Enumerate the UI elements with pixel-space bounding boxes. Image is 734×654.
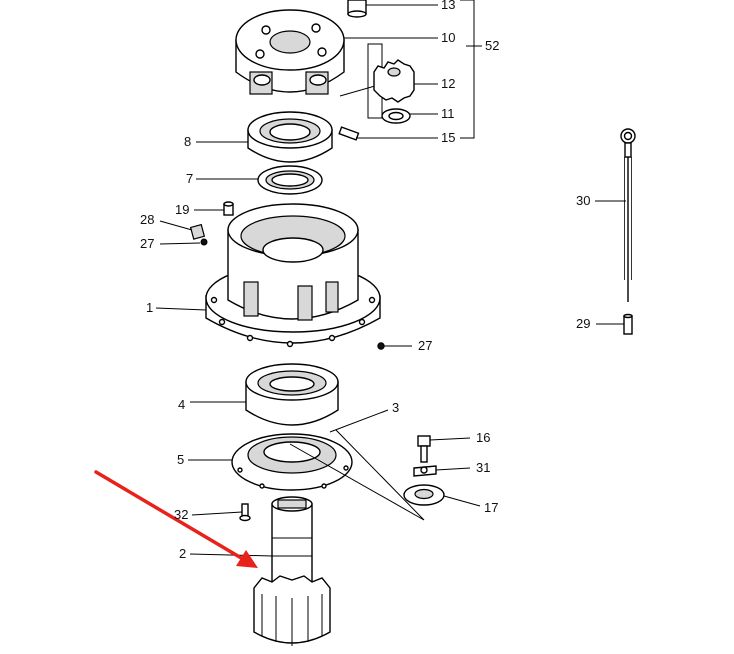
part-13-pin xyxy=(347,0,367,18)
callout-32: 32 xyxy=(174,507,188,522)
part-27-plug-lower xyxy=(377,342,385,350)
callout-27-upper: 27 xyxy=(140,236,154,251)
callout-11: 11 xyxy=(441,106,455,121)
callout-19: 19 xyxy=(175,202,189,217)
part-29-tube xyxy=(623,313,633,335)
part-3-oil-seal xyxy=(289,429,425,521)
part-12-planet-gear xyxy=(373,59,415,103)
callout-17: 17 xyxy=(484,500,498,515)
callout-2: 2 xyxy=(179,546,186,561)
callout-52: 52 xyxy=(485,38,499,53)
callout-13: 13 xyxy=(441,0,455,12)
part-19-plug xyxy=(223,201,234,216)
callout-5: 5 xyxy=(177,452,184,467)
part-16-bolt xyxy=(417,435,431,463)
callout-labels: 13 10 52 12 11 15 8 7 19 28 27 1 27 4 3 … xyxy=(140,0,590,561)
callout-31: 31 xyxy=(476,460,490,475)
callout-30: 30 xyxy=(576,193,590,208)
part-11-thrust-washer xyxy=(381,108,411,124)
callout-3: 3 xyxy=(392,400,399,415)
part-28-fitting xyxy=(189,223,206,240)
part-1-housing xyxy=(205,203,381,348)
callout-4: 4 xyxy=(178,397,185,412)
callout-16: 16 xyxy=(476,430,490,445)
part-15-spring-pin xyxy=(338,126,360,141)
part-8-bearing xyxy=(247,111,333,163)
callout-12: 12 xyxy=(441,76,455,91)
part-30-dipstick xyxy=(620,128,636,302)
callout-28: 28 xyxy=(140,212,154,227)
part-31-lock-washer xyxy=(413,465,437,477)
part-10-planet-carrier xyxy=(235,9,345,95)
part-2-pinion-shaft xyxy=(253,496,331,646)
callout-15: 15 xyxy=(441,130,455,145)
callout-29: 29 xyxy=(576,316,590,331)
part-32-bolt xyxy=(239,503,251,522)
callout-8: 8 xyxy=(184,134,191,149)
part-7-seal-ring xyxy=(257,165,323,195)
part-27-plug-upper xyxy=(200,238,208,246)
part-17-washer xyxy=(403,484,445,506)
part-5-cover-plate xyxy=(231,433,353,491)
callout-1: 1 xyxy=(146,300,153,315)
red-arrow-pointer xyxy=(94,470,258,568)
callout-10: 10 xyxy=(441,30,455,45)
callout-27-lower: 27 xyxy=(418,338,432,353)
callout-7: 7 xyxy=(186,171,193,186)
part-4-bearing xyxy=(245,363,339,426)
leader-lines xyxy=(155,0,626,557)
